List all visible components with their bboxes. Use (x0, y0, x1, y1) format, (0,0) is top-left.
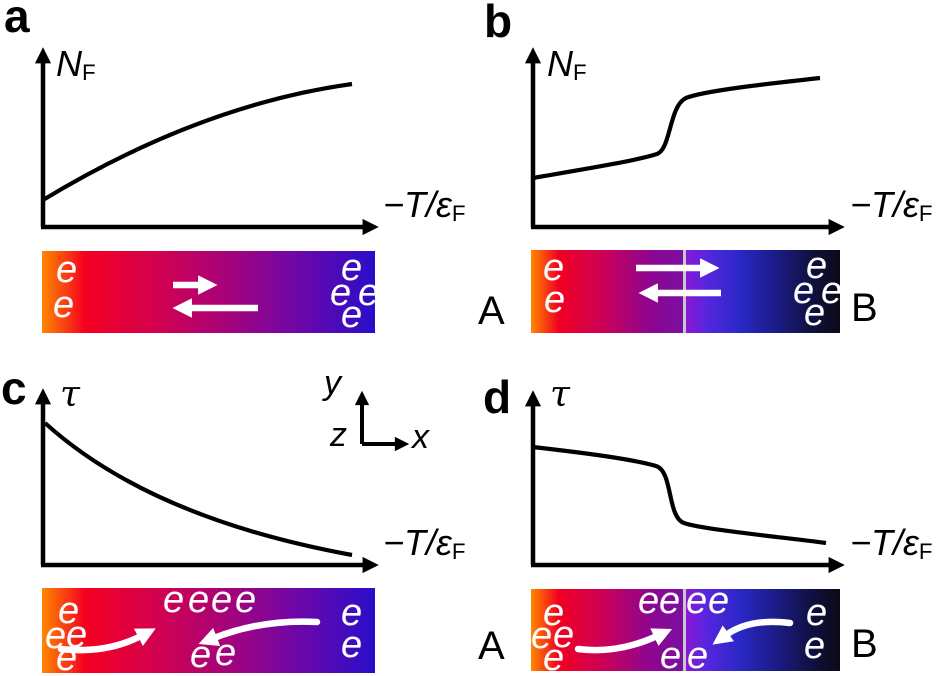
panel-d-y-label: τ (550, 374, 570, 415)
frame-y-label: y (324, 364, 341, 402)
interface-divider (683, 589, 686, 671)
panel-a-x-label: −T/εF (383, 184, 466, 226)
gradient-bar-b: e e e e e e (531, 245, 843, 334)
electron-label: e (58, 590, 80, 632)
electron-label: e (638, 580, 660, 622)
electron-label: e (190, 634, 212, 676)
bar-d-label-B: B (851, 622, 878, 666)
bar-b-label-A: A (478, 289, 505, 333)
interface-divider (683, 250, 686, 333)
electron-label: e (804, 292, 826, 334)
electron-label: e (163, 579, 185, 621)
electron-label: e (543, 637, 565, 676)
electron-label: e (235, 579, 257, 621)
gradient-bar-d: e e e e e e e e e e e e (531, 582, 840, 676)
bar-b-label-B: B (851, 286, 878, 330)
panel-c-x-label: −T/εF (383, 522, 466, 564)
panel-b-curve (532, 75, 821, 181)
electron-label: e (215, 632, 237, 674)
electron-label: e (53, 284, 75, 326)
panel-d-curve (532, 444, 827, 546)
electron-label: e (660, 635, 682, 676)
electron-label: e (531, 615, 553, 657)
electron-label: e (341, 624, 363, 666)
frame-z-label: z (330, 416, 347, 454)
panel-c-curve (43, 421, 353, 558)
panel-d-x-label: −T/εF (850, 522, 933, 564)
electron-label: e (708, 580, 730, 622)
electron-label: e (188, 579, 210, 621)
electron-label: e (821, 270, 843, 312)
electron-label: e (543, 592, 565, 634)
electron-label: e (806, 245, 828, 287)
electron-label: e (56, 637, 78, 676)
panel-a-y-label: NF (56, 43, 96, 85)
frame-x-label: x (412, 418, 429, 456)
electron-label: e (341, 592, 363, 634)
electron-label: e (686, 580, 708, 622)
electron-label: e (806, 592, 828, 634)
panel-c-y-label: τ (60, 374, 80, 415)
electron-label: e (341, 247, 363, 289)
bar-d-label-A: A (478, 624, 505, 668)
electron-label: e (793, 270, 815, 312)
electron-label: e (659, 580, 681, 622)
panel-letter-a: a (4, 0, 30, 42)
gradient-bar-a: e e e e e e (42, 247, 379, 336)
electron-label: e (330, 272, 352, 314)
electron-label: e (687, 635, 709, 676)
electron-label: e (358, 272, 380, 314)
electron-label: e (804, 625, 826, 667)
electron-label: e (553, 614, 575, 656)
electron-label: e (56, 249, 78, 291)
panel-letter-d: d (483, 371, 512, 423)
panel-letter-c: c (1, 362, 27, 414)
electron-label: e (544, 279, 566, 321)
electron-label: e (341, 294, 363, 336)
gradient-bar-c: e e e e e e e e e e e e (42, 581, 375, 676)
panel-b-y-label: NF (547, 43, 587, 85)
panel-a-curve (41, 81, 353, 202)
panel-b-x-label: −T/εF (850, 184, 933, 226)
electron-label: e (211, 579, 233, 621)
electron-label: e (543, 247, 565, 289)
panel-letter-b: b (484, 0, 513, 47)
